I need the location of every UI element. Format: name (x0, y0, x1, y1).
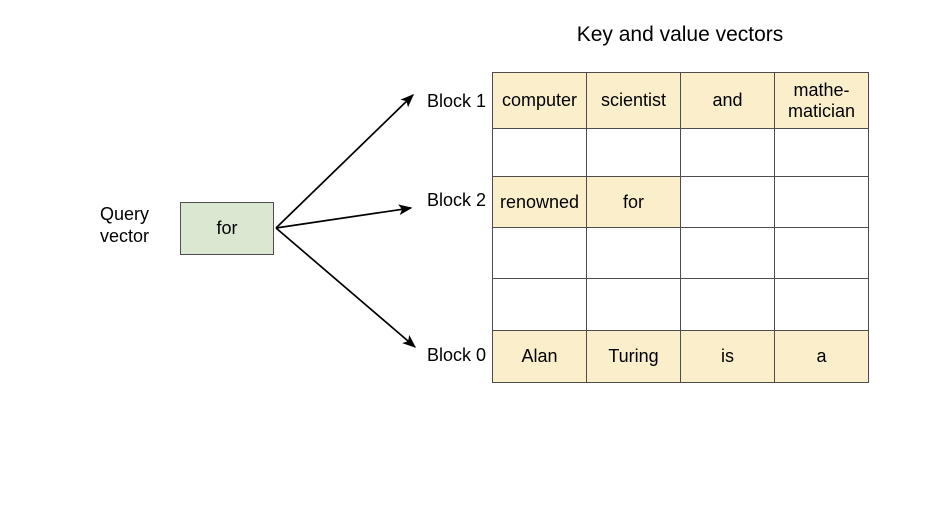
table-row (492, 278, 869, 331)
page-title: Key and value vectors (576, 23, 784, 46)
table-cell-r0-c2: and (680, 72, 775, 129)
block-label-block-1: Block 1 (426, 91, 486, 111)
table-cell-r4-c1 (586, 278, 681, 331)
arrow-to-block-0-line (275, 227, 417, 348)
table-cell-r5-c2: is (680, 330, 775, 383)
query-vector-label: Query vector (100, 203, 172, 247)
table-cell-r4-c0 (492, 278, 587, 331)
query-vector-label-line1: Query (100, 204, 150, 224)
table-cell-r3-c1 (586, 227, 681, 279)
table-cell-r5-c0: Alan (492, 330, 587, 383)
table-row (492, 128, 869, 177)
table-cell-r5-c1: Turing (586, 330, 681, 383)
block-label-block-0: Block 0 (426, 345, 486, 365)
table-cell-r0-c0: computer (492, 72, 587, 129)
table-cell-r1-c1 (586, 128, 681, 177)
table-cell-r2-c0: renowned (492, 176, 587, 228)
table-cell-r0-c1: scientist (586, 72, 681, 129)
arrow-to-block-2-line (275, 204, 413, 229)
arrow-to-block-1-line (275, 94, 414, 229)
table-cell-r1-c3 (774, 128, 869, 177)
table-row (492, 227, 869, 279)
query-vector-box[interactable]: for (180, 202, 274, 255)
table-cell-r1-c0 (492, 128, 587, 177)
query-vector-token: for (216, 218, 238, 238)
table-cell-r1-c2 (680, 128, 775, 177)
table-cell-r0-c3: mathe-matician (774, 72, 869, 129)
table-cell-r5-c3: a (774, 330, 869, 383)
table-cell-r2-c1: for (586, 176, 681, 228)
table-cell-r4-c3 (774, 278, 869, 331)
query-vector-label-line2: vector (100, 226, 150, 246)
table-cell-r2-c3 (774, 176, 869, 228)
table-cell-r3-c2 (680, 227, 775, 279)
table-cell-r3-c3 (774, 227, 869, 279)
table-cell-r3-c0 (492, 227, 587, 279)
table-cell-r4-c2 (680, 278, 775, 331)
table-cell-r2-c2 (680, 176, 775, 228)
block-label-block-2: Block 2 (426, 190, 486, 210)
